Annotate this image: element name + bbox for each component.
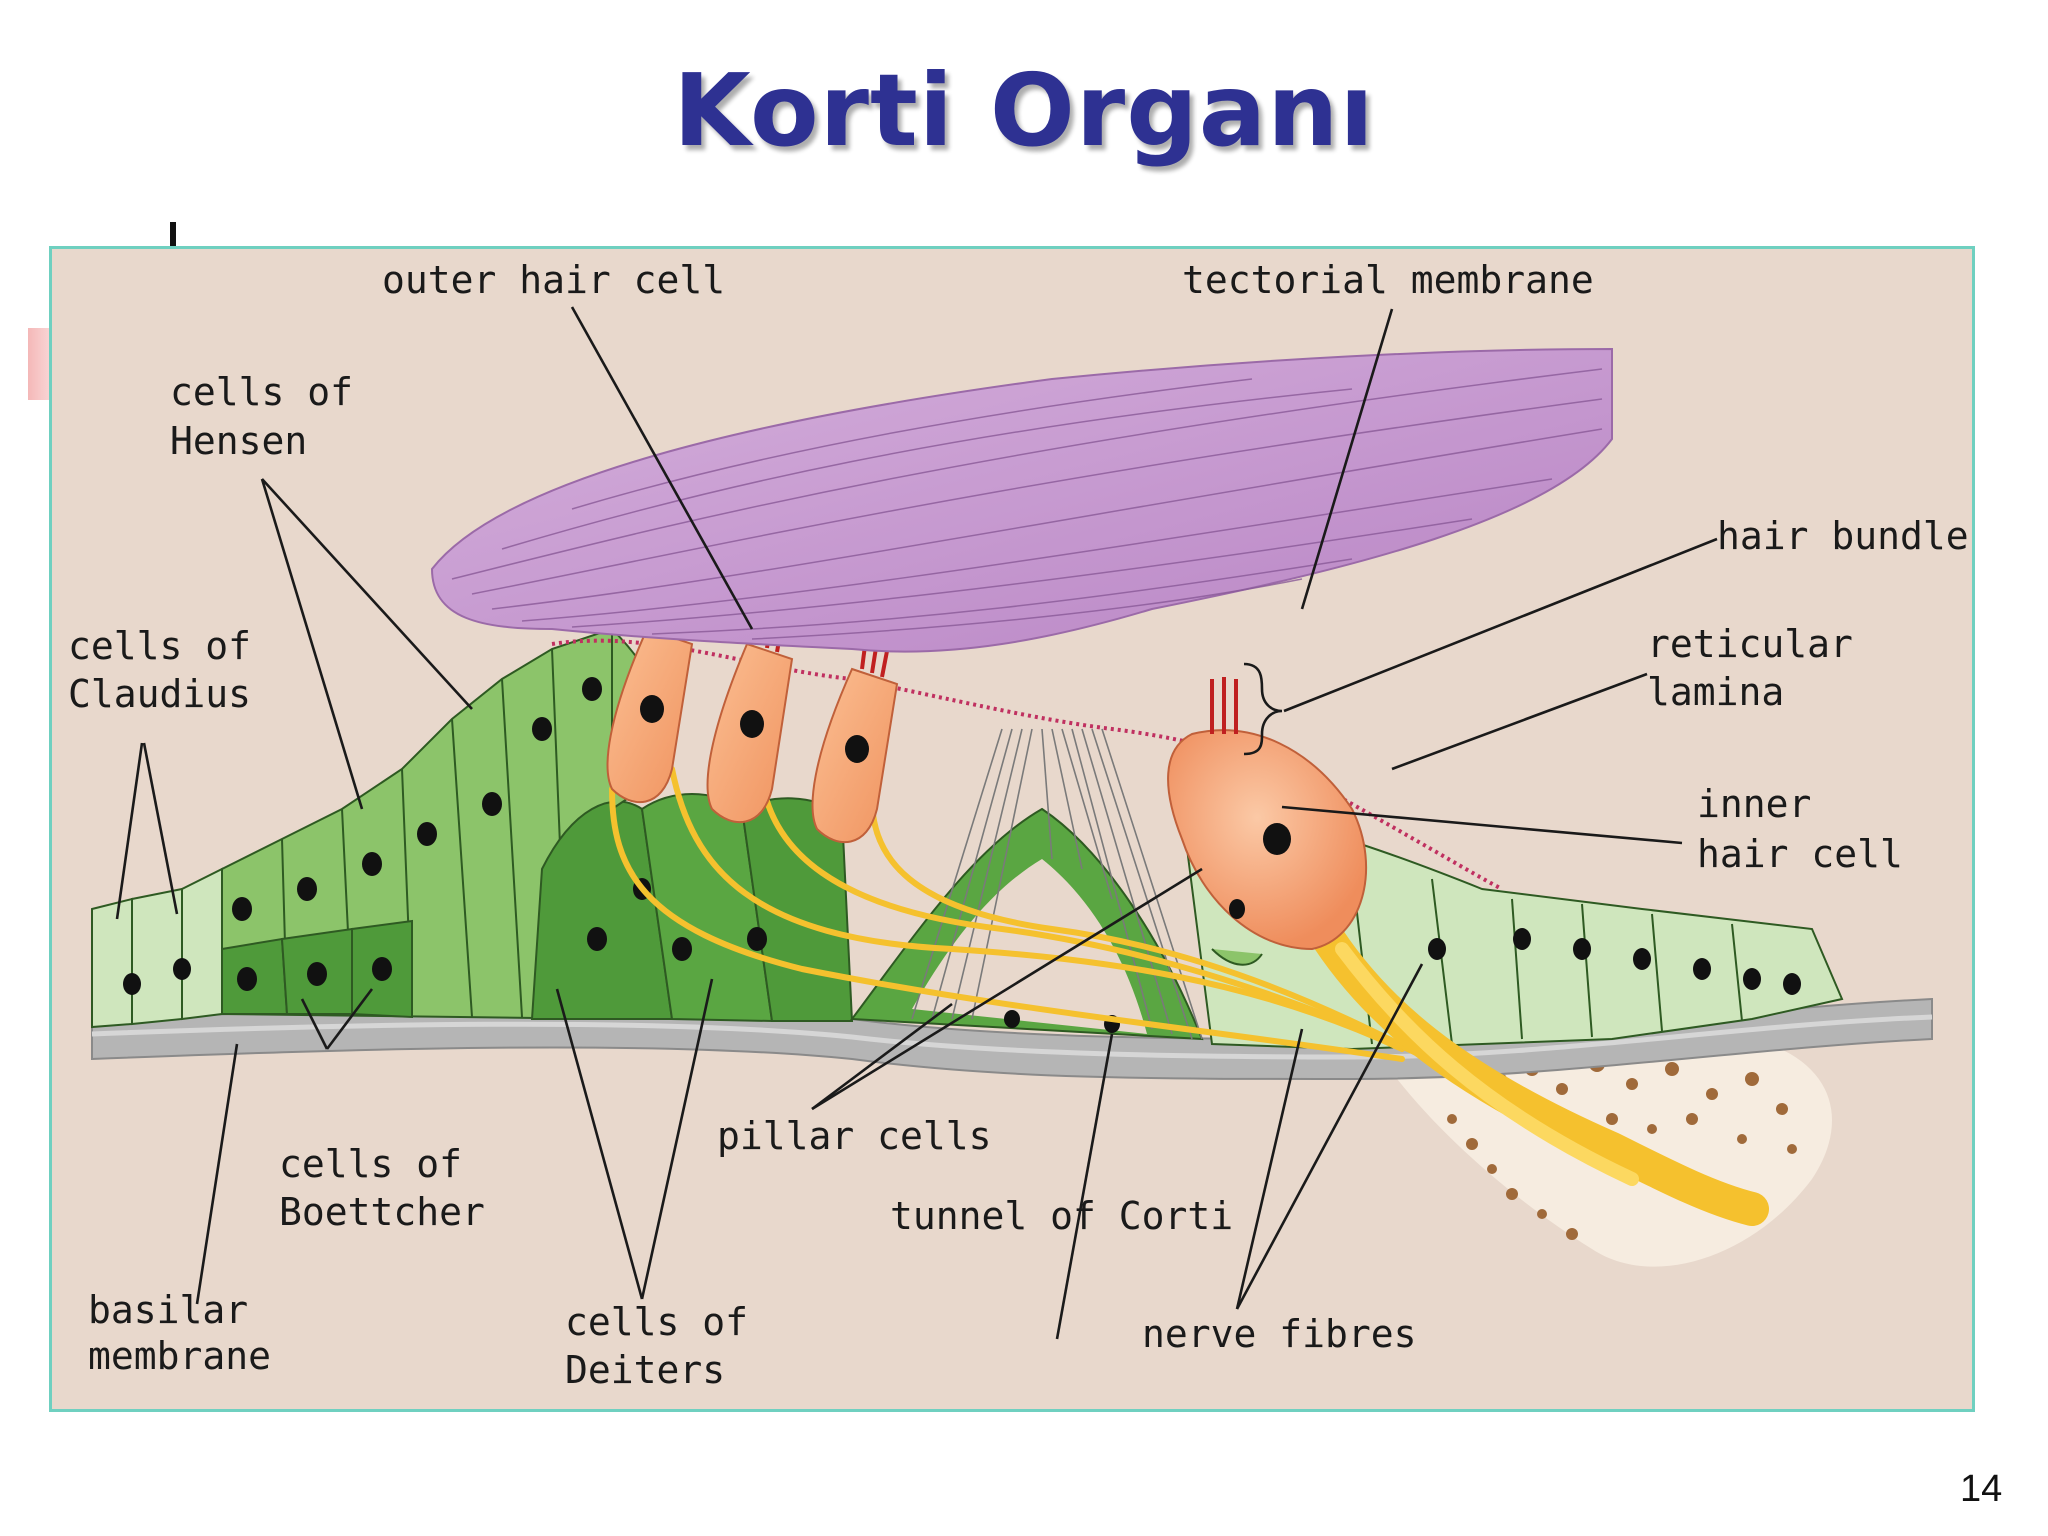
diagram-labels: outer hair cell tectorial membrane cells… xyxy=(68,258,1969,1392)
label-reticular-lamina-line1: reticular xyxy=(1647,622,1853,666)
label-cells-of-claudius-line2: Claudius xyxy=(68,672,251,716)
pillar-cells xyxy=(850,728,1204,1041)
label-basilar-membrane-line2: membrane xyxy=(88,1334,271,1378)
leader-lines xyxy=(115,306,1718,1340)
slide-title: Korti Organı xyxy=(673,52,1375,169)
page-number: 14 xyxy=(1960,1468,2003,1510)
cells-of-hensen-group xyxy=(221,627,613,1021)
label-cells-of-boettcher-line2: Boettcher xyxy=(279,1190,485,1234)
label-outer-hair-cell: outer hair cell xyxy=(382,258,725,302)
bullet-mark xyxy=(170,222,176,258)
label-inner-hair-cell-line1: inner xyxy=(1697,782,1811,826)
label-tunnel-of-corti: tunnel of Corti xyxy=(890,1194,1233,1238)
label-cells-of-claudius-line1: cells of xyxy=(68,624,251,668)
label-pillar-cells: pillar cells xyxy=(717,1114,992,1158)
cells-of-claudius-group xyxy=(91,867,223,1029)
inner-hair-cell xyxy=(1167,677,1367,966)
label-cells-of-hensen-line1: cells of xyxy=(170,370,353,414)
label-tectorial-membrane: tectorial membrane xyxy=(1182,258,1594,302)
hair-bundle-bracket xyxy=(1243,662,1283,756)
label-nerve-fibres: nerve fibres xyxy=(1142,1312,1417,1356)
organ-of-corti-diagram: outer hair cell tectorial membrane cells… xyxy=(49,246,1975,1412)
label-inner-hair-cell-line2: hair cell xyxy=(1697,832,1903,876)
label-basilar-membrane-line1: basilar xyxy=(88,1288,248,1332)
tectorial-membrane xyxy=(430,347,1613,653)
label-cells-of-deiters-line2: Deiters xyxy=(565,1348,725,1392)
label-hair-bundle: hair bundle xyxy=(1717,514,1969,558)
diagram-svg: outer hair cell tectorial membrane cells… xyxy=(68,258,1969,1392)
label-reticular-lamina-line2: lamina xyxy=(1647,670,1784,714)
cells-of-deiters-group xyxy=(530,626,854,1023)
reticular-lamina xyxy=(551,638,1503,891)
label-cells-of-hensen-line2: Hensen xyxy=(170,419,307,463)
label-cells-of-boettcher-line1: cells of xyxy=(279,1142,462,1186)
cells-of-boettcher-group xyxy=(221,919,413,1019)
nerve-fibres xyxy=(609,766,1769,1226)
label-cells-of-deiters-line1: cells of xyxy=(565,1300,748,1344)
